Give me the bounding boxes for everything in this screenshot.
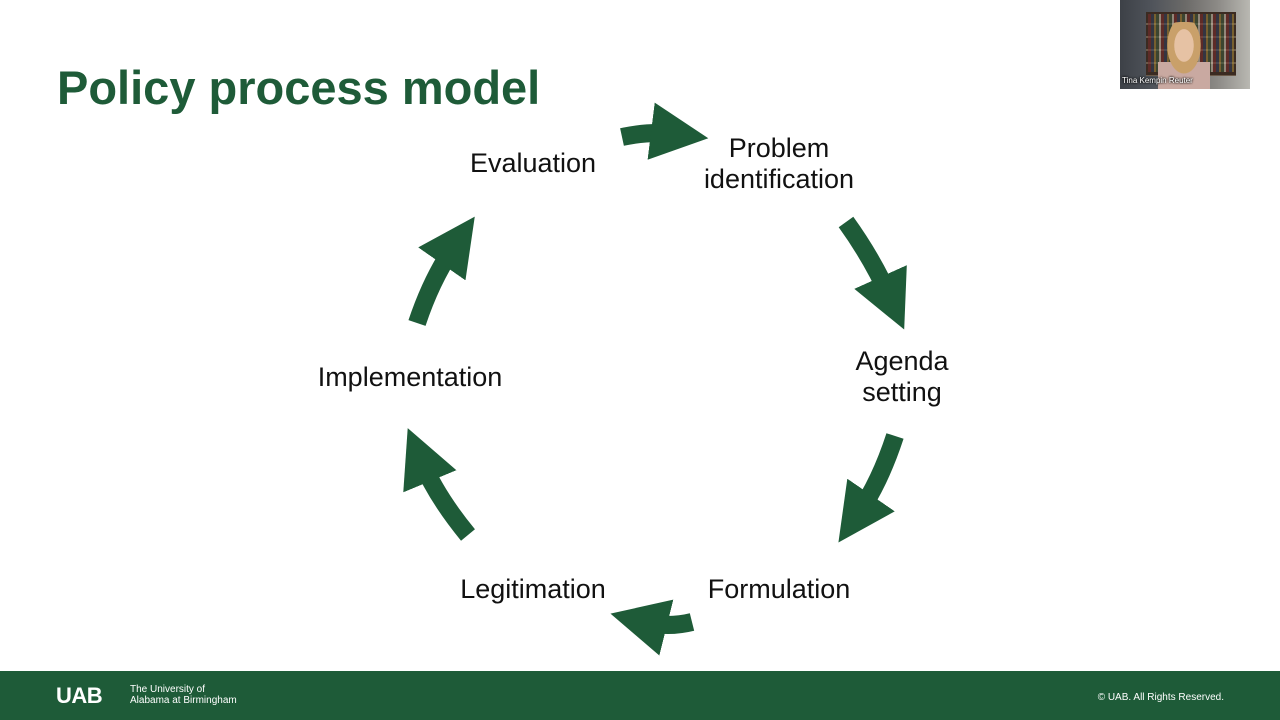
- slide-footer: UAB The University of Alabama at Birming…: [0, 671, 1280, 720]
- cycle-arrow-problem-to-agenda: [838, 216, 907, 330]
- stage-legitimation: Legitimation: [460, 574, 606, 604]
- uab-logo: UAB: [56, 683, 103, 708]
- participant-avatar: [1158, 22, 1210, 89]
- cycle-arrow-agenda-to-formulation: [838, 433, 904, 543]
- cycle-arrow-evaluation-to-problem: [620, 102, 709, 160]
- stage-problem-identification: Problem identification: [703, 133, 855, 194]
- slide-title: Policy process model: [57, 61, 541, 114]
- stage-formulation: Formulation: [707, 574, 851, 604]
- participant-name: Tina Kempin Reuter: [1122, 76, 1193, 85]
- copyright-notice: © UAB. All Rights Reserved.: [1097, 692, 1224, 703]
- university-name: The University of Alabama at Birmingham: [130, 684, 237, 706]
- cycle-diagram: [403, 102, 907, 656]
- cycle-arrow-formulation-to-legitimation: [610, 599, 695, 656]
- stage-implementation: Implementation: [317, 362, 503, 392]
- cycle-arrow-legitimation-to-implementation: [403, 428, 475, 541]
- stage-evaluation: Evaluation: [469, 148, 597, 178]
- stage-agenda-setting: Agenda setting: [855, 346, 949, 407]
- cycle-arrow-implementation-to-evaluation: [408, 216, 475, 326]
- participant-video-thumbnail[interactable]: Tina Kempin Reuter: [1120, 0, 1250, 89]
